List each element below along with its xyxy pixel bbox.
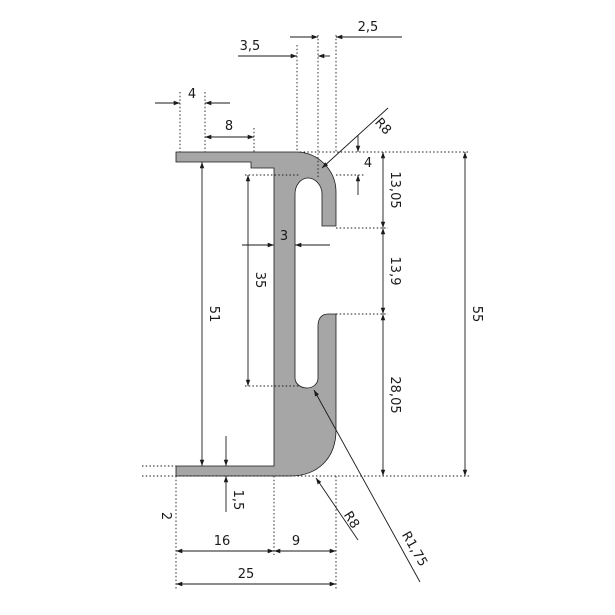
label-51: 51 <box>206 306 221 323</box>
dimension-labels: 2,5 3,5 4 8 R8 4 13,05 3 35 13,9 51 55 2… <box>158 20 484 582</box>
label-4-top: 4 <box>188 87 196 102</box>
label-13-05: 13,05 <box>387 171 402 208</box>
label-28-05: 28,05 <box>387 376 402 413</box>
label-55: 55 <box>469 306 484 323</box>
label-4-right: 4 <box>364 156 372 171</box>
dimension-lines <box>155 34 468 587</box>
label-3-5: 3,5 <box>240 39 261 54</box>
label-3: 3 <box>280 229 288 244</box>
profile-cross-section <box>175 151 337 477</box>
label-r8-bottom: R8 <box>340 509 362 532</box>
label-2-5: 2,5 <box>358 20 379 35</box>
label-9: 9 <box>292 534 300 549</box>
label-r1-75: R1,75 <box>398 529 430 569</box>
label-r8-top: R8 <box>371 115 394 138</box>
extension-lines <box>142 35 470 590</box>
label-1-5: 1,5 <box>230 490 245 511</box>
label-25: 25 <box>238 567 255 582</box>
label-13-9: 13,9 <box>387 257 402 286</box>
label-8: 8 <box>225 119 233 134</box>
label-2: 2 <box>158 512 173 520</box>
label-35: 35 <box>252 272 267 289</box>
label-16: 16 <box>214 534 231 549</box>
